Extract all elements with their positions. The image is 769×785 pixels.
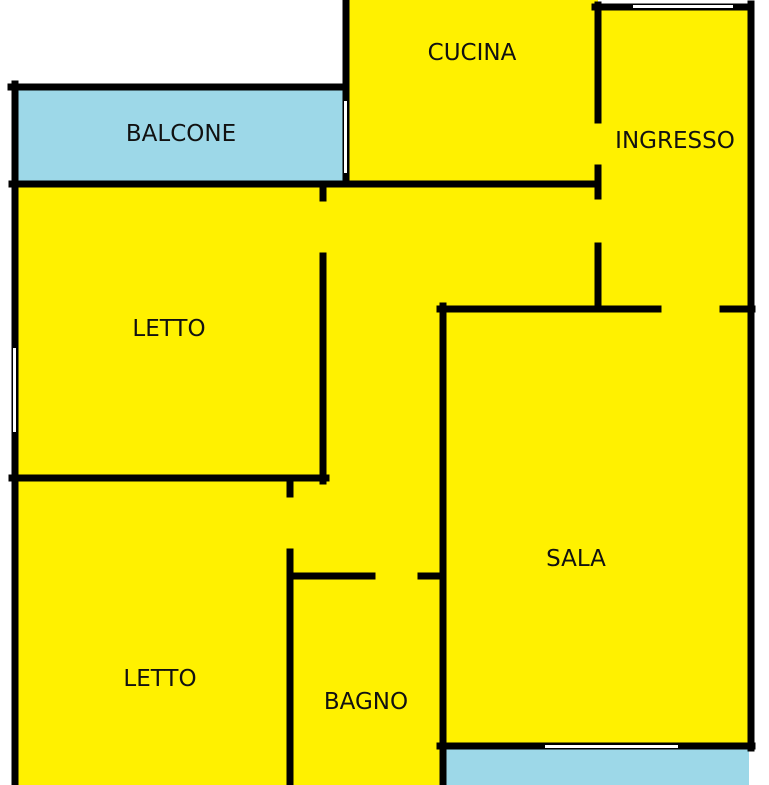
- label-ingresso: INGRESSO: [615, 128, 735, 154]
- window-sala: [545, 745, 678, 748]
- windows: [13, 5, 733, 748]
- label-letto-top: LETTO: [132, 316, 205, 342]
- label-balcone: BALCONE: [126, 121, 236, 147]
- walls: [7, 0, 756, 785]
- room-fills: [14, 0, 749, 785]
- window-entrance: [633, 5, 733, 8]
- label-bagno: BAGNO: [324, 689, 408, 715]
- apartment-floor: [14, 6, 749, 785]
- label-sala: SALA: [546, 546, 606, 572]
- balcony-floor: [14, 88, 346, 183]
- kitchen-floor: [346, 0, 598, 183]
- terrace-floor: [443, 747, 749, 785]
- label-letto-bottom: LETTO: [123, 666, 196, 692]
- window-bedroom: [13, 348, 16, 432]
- window-balcony-door: [344, 101, 347, 173]
- label-cucina: CUCINA: [428, 40, 517, 66]
- room-labels: CUCINA INGRESSO BALCONE LETTO LETTO SALA…: [123, 40, 734, 715]
- entrance-floor: [598, 6, 749, 306]
